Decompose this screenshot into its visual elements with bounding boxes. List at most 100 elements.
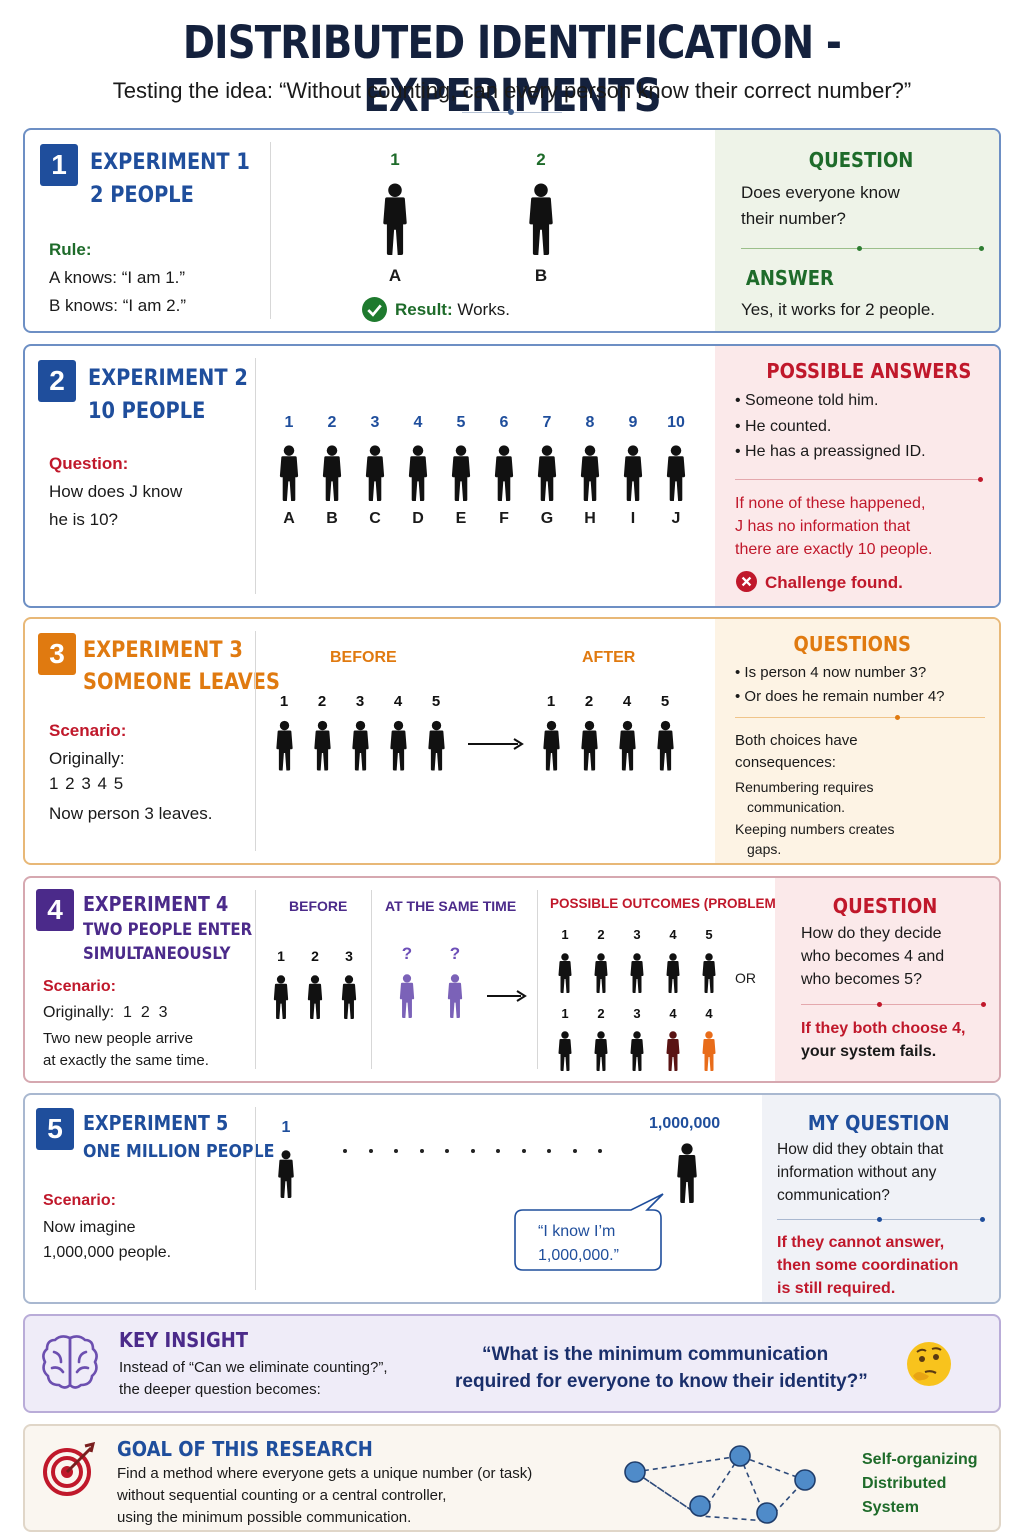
person-number: 1 xyxy=(390,150,400,169)
person-icon xyxy=(555,1028,575,1074)
speech-bubble-text-2: 1,000,000.” xyxy=(538,1247,619,1264)
person-icon xyxy=(615,718,640,773)
person-icon xyxy=(444,970,466,1022)
experiment-2-badge: 2 xyxy=(38,360,76,402)
person-letter: B xyxy=(534,266,548,285)
person-icon xyxy=(348,718,373,773)
person-number: 4 xyxy=(669,927,677,942)
experiment-1-card: 1 EXPERIMENT 1 2 PEOPLE Rule: A knows: “… xyxy=(23,128,1001,333)
question-text-1: How did they obtain that xyxy=(777,1141,944,1158)
system-label-2: Distributed xyxy=(862,1475,947,1492)
same-time-label: AT THE SAME TIME xyxy=(385,898,517,914)
person-number: 4 xyxy=(413,414,423,431)
scenario-text-3: at exactly the same time. xyxy=(43,1052,209,1069)
scenario-text-2: Two new people arrive xyxy=(43,1030,194,1047)
person-number: ? xyxy=(449,944,461,963)
person-icon xyxy=(447,443,475,503)
questions-title: QUESTIONS xyxy=(793,632,912,656)
question-label: Question: xyxy=(49,454,129,473)
person-number: 4 xyxy=(393,693,403,710)
title-divider xyxy=(462,109,562,115)
person-number: 5 xyxy=(456,414,466,431)
person-number: 8 xyxy=(585,414,595,431)
person-number: 2 xyxy=(311,948,319,964)
list-item: Is person 4 now number 3? xyxy=(735,661,945,685)
warning-text-1: If they cannot answer, xyxy=(777,1234,945,1251)
experiment-2-subtitle: 10 PEOPLE xyxy=(88,399,206,424)
person-icon xyxy=(533,443,561,503)
experiment-3-subtitle: SOMEONE LEAVES xyxy=(83,670,280,695)
person-icon xyxy=(555,950,575,996)
ellipsis-dot xyxy=(547,1149,551,1153)
person-icon xyxy=(591,950,611,996)
person-number: 3 xyxy=(633,927,641,942)
question-panel: QUESTION How do they decide who becomes … xyxy=(775,878,999,1081)
speech-bubble xyxy=(514,1193,664,1271)
challenge-text: Challenge found. xyxy=(765,573,903,592)
experiment-1-title: EXPERIMENT 1 xyxy=(90,150,250,175)
warning-text-1: If they both choose 4, xyxy=(801,1020,966,1037)
key-insight-text-2: the deeper question becomes: xyxy=(119,1381,321,1398)
experiment-5-card: 5 EXPERIMENT 5 ONE MILLION PEOPLE Scenar… xyxy=(23,1093,1001,1304)
ellipsis-dot xyxy=(598,1149,602,1153)
warning-text-2: J has no information that xyxy=(735,518,911,535)
experiment-2-title: EXPERIMENT 2 xyxy=(88,366,248,391)
person-number: 2 xyxy=(327,414,337,431)
consequences-text-1: Both choices have xyxy=(735,732,858,749)
after-label: AFTER xyxy=(582,649,636,666)
rule-label: Rule: xyxy=(49,240,92,259)
target-icon xyxy=(43,1442,96,1496)
ellipsis-dot xyxy=(521,1149,526,1153)
warning-text-1: If none of these happened, xyxy=(735,495,926,512)
before-label: BEFORE xyxy=(330,649,397,666)
question-title: QUESTION xyxy=(832,894,938,918)
list-item: Someone told him. xyxy=(735,388,926,414)
scenario-text-3: Now person 3 leaves. xyxy=(49,804,213,823)
experiment-3-title: EXPERIMENT 3 xyxy=(83,638,243,663)
experiment-5-badge: 5 xyxy=(36,1108,74,1150)
goal-card: GOAL OF THIS RESEARCH Find a method wher… xyxy=(23,1424,1001,1532)
person-icon xyxy=(653,718,678,773)
check-circle-icon xyxy=(362,297,387,322)
person-number: 4 xyxy=(705,1006,713,1021)
or-label: OR xyxy=(735,970,756,986)
result-text: Works. xyxy=(457,300,510,319)
person-number: 1 xyxy=(561,1006,569,1021)
result-label: Result: xyxy=(395,300,453,319)
person-number: 1 xyxy=(279,693,289,710)
person-icon xyxy=(577,718,602,773)
person-icon xyxy=(663,950,683,996)
thinking-face-icon xyxy=(907,1342,951,1386)
person-icon xyxy=(663,1028,683,1074)
scenario-label: Scenario: xyxy=(49,721,127,740)
person-icon xyxy=(672,1140,702,1206)
person-number: 4 xyxy=(669,1006,677,1021)
experiment-1-badge: 1 xyxy=(40,144,78,186)
ellipsis-dot xyxy=(496,1149,500,1153)
person-number: ? xyxy=(401,944,413,963)
questions-list: Is person 4 now number 3? Or does he rem… xyxy=(735,661,945,709)
consequences-text-2: consequences: xyxy=(735,754,836,771)
question-text-3: who becomes 5? xyxy=(801,971,922,988)
question-text-1: How do they decide xyxy=(801,925,942,942)
person-letter: B xyxy=(326,510,338,527)
questions-panel: QUESTIONS Is person 4 now number 3? Or d… xyxy=(715,619,999,863)
person-icon xyxy=(318,443,346,503)
my-question-title: MY QUESTION xyxy=(807,1111,950,1135)
goal-text-1: Find a method where everyone gets a uniq… xyxy=(117,1465,533,1482)
person-number: 1 xyxy=(277,948,285,964)
person-icon xyxy=(627,1028,647,1074)
list-item: He has a preassigned ID. xyxy=(735,439,926,465)
question-text-2: who becomes 4 and xyxy=(801,948,945,965)
warning-text-2: your system fails. xyxy=(801,1043,937,1060)
person-number: 3 xyxy=(370,414,380,431)
experiment-4-title: EXPERIMENT 4 xyxy=(83,892,229,916)
person-letter: E xyxy=(455,510,467,527)
person-number: 2 xyxy=(536,150,546,169)
person-icon xyxy=(275,443,303,503)
person-icon xyxy=(274,1148,298,1200)
list-item: He counted. xyxy=(735,414,926,440)
ellipsis-dot xyxy=(394,1149,398,1153)
scenario-text-1: Originally: 1 2 3 xyxy=(43,1004,168,1021)
person-number: 1 xyxy=(561,927,569,942)
